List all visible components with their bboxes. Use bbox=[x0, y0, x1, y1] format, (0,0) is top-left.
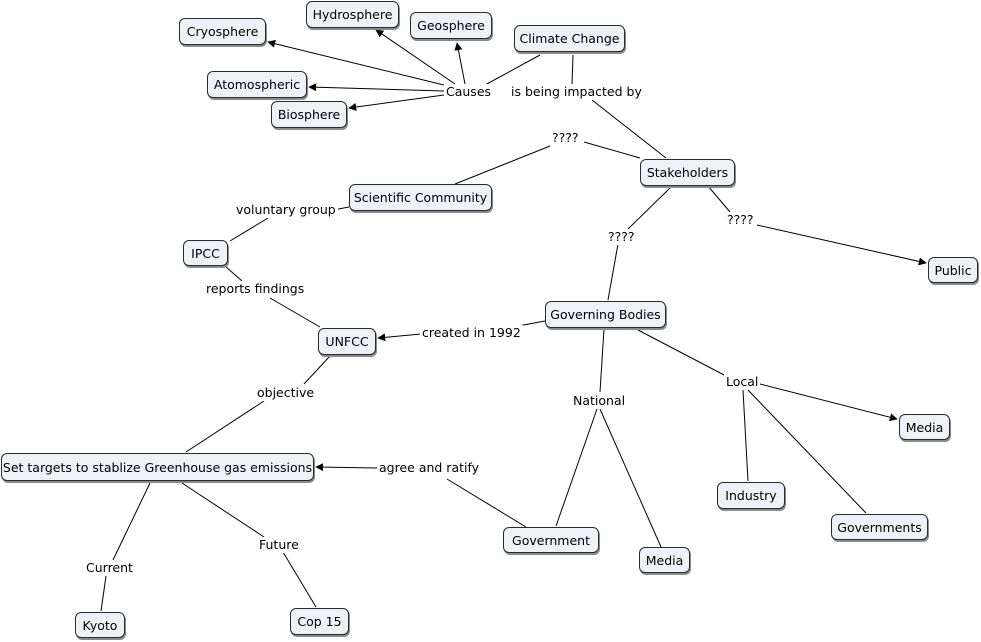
node-climate-change[interactable]: Climate Change bbox=[514, 25, 625, 52]
line-government-agree bbox=[446, 478, 527, 528]
arrow-causes-atomospheric bbox=[308, 83, 445, 92]
line-stakeholders-q3 bbox=[707, 185, 731, 213]
arrow-causes-hydrosphere bbox=[375, 29, 456, 85]
node-atomospheric[interactable]: Atomospheric bbox=[207, 71, 307, 98]
label-causes: Causes bbox=[444, 84, 494, 100]
node-hydrosphere[interactable]: Hydrosphere bbox=[306, 1, 399, 28]
node-set-targets[interactable]: Set targets to stablize Greenhouse gas e… bbox=[1, 453, 314, 481]
line-national-media bbox=[599, 408, 662, 548]
line-local-governments bbox=[747, 389, 867, 514]
node-cryosphere[interactable]: Cryosphere bbox=[179, 18, 266, 45]
node-governing-bodies[interactable]: Governing Bodies bbox=[545, 301, 666, 328]
arrow-causes-biosphere bbox=[348, 94, 445, 111]
line-q-scientific bbox=[454, 145, 551, 185]
label-local: Local bbox=[724, 374, 761, 390]
label-created-in-1992: created in 1992 bbox=[420, 325, 523, 341]
line-impacted-stakeholders bbox=[591, 99, 667, 159]
arrow-causes-geosphere bbox=[454, 42, 466, 85]
line-governing-local bbox=[637, 329, 727, 377]
node-media-local[interactable]: Media bbox=[899, 414, 950, 440]
line-future-cop15 bbox=[282, 551, 317, 608]
label-reports-findings: reports findings bbox=[204, 281, 307, 297]
line-unfcc-objective bbox=[303, 355, 331, 385]
node-ipcc[interactable]: IPCC bbox=[183, 240, 228, 266]
line-targets-current bbox=[112, 482, 151, 561]
node-public[interactable]: Public bbox=[928, 257, 978, 283]
label-current: Current bbox=[84, 560, 135, 576]
line-local-industry bbox=[742, 389, 749, 482]
line-reports-unfcc bbox=[269, 297, 321, 328]
node-governments[interactable]: Governments bbox=[831, 514, 928, 540]
label-national: National bbox=[571, 393, 628, 409]
node-kyoto[interactable]: Kyoto bbox=[75, 612, 125, 638]
arrow-q3-public bbox=[756, 224, 927, 266]
node-government[interactable]: Government bbox=[503, 527, 599, 553]
label-future: Future bbox=[257, 537, 301, 553]
line-targets-future bbox=[181, 482, 265, 538]
line-objective-targets bbox=[185, 400, 265, 453]
node-cop15[interactable]: Cop 15 bbox=[290, 608, 349, 635]
node-biosphere[interactable]: Biosphere bbox=[271, 101, 347, 128]
line-q2-governing bbox=[607, 243, 619, 301]
node-media-national[interactable]: Media bbox=[639, 547, 690, 573]
line-national-government bbox=[555, 408, 598, 527]
line-current-kyoto bbox=[100, 575, 107, 612]
label-q-scientific: ???? bbox=[550, 130, 581, 146]
line-ipcc-reports bbox=[224, 265, 243, 282]
arrow-agree-targets bbox=[315, 463, 378, 472]
arrow-causes-cryosphere bbox=[267, 39, 449, 87]
node-industry[interactable]: Industry bbox=[717, 482, 785, 509]
label-objective: objective bbox=[255, 385, 317, 401]
label-agree-and-ratify: agree and ratify bbox=[377, 460, 482, 476]
label-is-being-impacted-by: is being impacted by bbox=[509, 84, 644, 100]
node-unfcc[interactable]: UNFCC bbox=[318, 328, 376, 355]
line-governing-national bbox=[599, 328, 605, 393]
line-stakeholders-q2 bbox=[627, 185, 673, 230]
label-voluntary-group: voluntary group bbox=[234, 202, 338, 218]
arrow-local-media bbox=[759, 383, 898, 422]
node-geosphere[interactable]: Geosphere bbox=[410, 12, 492, 39]
node-scientific-community[interactable]: Scientific Community bbox=[349, 184, 492, 211]
line-climate-causes bbox=[484, 54, 541, 86]
label-q-public: ???? bbox=[725, 212, 756, 228]
label-q-governing: ???? bbox=[606, 229, 637, 245]
line-stakeholders-q bbox=[583, 141, 641, 159]
arrow-created-unfcc bbox=[377, 333, 422, 342]
line-voluntary-ipcc bbox=[229, 217, 269, 242]
node-stakeholders[interactable]: Stakeholders bbox=[640, 159, 735, 186]
line-climate-impacted bbox=[571, 54, 574, 85]
